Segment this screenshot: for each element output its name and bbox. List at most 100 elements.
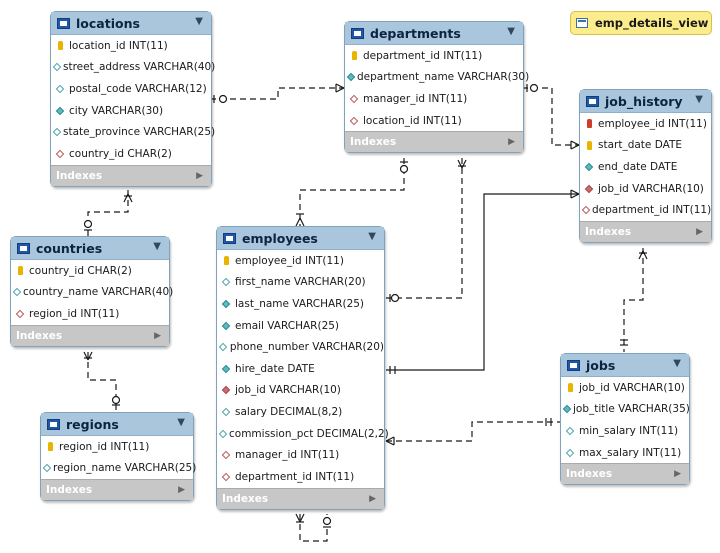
column-row[interactable]: department_name VARCHAR(30) <box>345 67 529 89</box>
column-row[interactable]: state_province VARCHAR(25) <box>51 121 215 143</box>
relationship-countries-regions <box>87 352 117 410</box>
relationship-countries-locations <box>87 190 129 236</box>
nullable-column-icon <box>219 342 228 352</box>
table-header[interactable]: regions▼ <box>41 413 193 436</box>
column-row[interactable]: last_name VARCHAR(25) <box>217 293 384 315</box>
column-row[interactable]: department_id INT(11) <box>345 45 523 67</box>
column-row[interactable]: department_id INT(11) <box>580 199 711 221</box>
column-row[interactable]: email VARCHAR(25) <box>217 315 384 337</box>
table-regions[interactable]: regions▼region_id INT(11)region_name VAR… <box>40 412 196 502</box>
column-definition: last_name VARCHAR(25) <box>235 297 365 310</box>
column-definition: city VARCHAR(30) <box>69 104 164 117</box>
table-name: locations <box>76 15 140 31</box>
column-row[interactable]: employee_id INT(11) <box>217 250 384 272</box>
column-row[interactable]: end_date DATE <box>580 156 711 178</box>
relationship-employees-self <box>299 514 328 542</box>
not-null-column-icon <box>221 364 231 374</box>
column-row[interactable]: employee_id INT(11) <box>580 113 711 135</box>
nullable-foreign-key-icon <box>221 472 231 481</box>
column-row[interactable]: salary DECIMAL(8,2) <box>217 401 384 423</box>
table-name: jobs <box>586 357 616 373</box>
column-definition: country_id CHAR(2) <box>69 147 172 160</box>
collapse-arrow-icon[interactable]: ▼ <box>673 358 681 369</box>
table-header[interactable]: departments▼ <box>345 22 523 45</box>
table-header[interactable]: locations ▼ <box>51 12 211 35</box>
table-icon <box>47 418 60 430</box>
column-icon-slot <box>52 63 62 72</box>
nullable-column-icon <box>12 288 22 297</box>
column-icon-slot <box>583 184 595 193</box>
nullable-column-icon <box>221 407 231 417</box>
table-header[interactable]: job_history▼ <box>580 90 711 113</box>
column-definition: job_id VARCHAR(10) <box>579 381 685 394</box>
table-header[interactable]: employees▼ <box>217 227 384 250</box>
column-row[interactable]: region_name VARCHAR(25) <box>41 458 196 480</box>
column-row[interactable]: street_address VARCHAR(40) <box>51 57 215 79</box>
table-countries[interactable]: countries▼country_id CHAR(2)country_name… <box>10 236 173 347</box>
expand-arrow-icon[interactable]: ▶ <box>369 493 376 504</box>
view-emp-details[interactable]: emp_details_view <box>570 11 712 35</box>
table-departments[interactable]: departments▼department_id INT(11)departm… <box>344 21 529 154</box>
column-row[interactable]: job_id VARCHAR(10) <box>561 377 689 399</box>
column-row[interactable]: location_id INT(11) <box>51 35 211 57</box>
expand-arrow-icon[interactable]: ▶ <box>196 170 203 181</box>
column-definition: phone_number VARCHAR(20) <box>229 341 384 354</box>
column-row[interactable]: hire_date DATE <box>217 358 384 380</box>
column-row[interactable]: max_salary INT(11) <box>561 442 689 464</box>
expand-arrow-icon[interactable]: ▶ <box>508 137 515 148</box>
collapse-arrow-icon[interactable]: ▼ <box>195 16 203 27</box>
column-row[interactable]: min_salary INT(11) <box>561 420 689 442</box>
table-job-history[interactable]: job_history▼ employee_id INT(11) start_dat… <box>579 89 712 243</box>
indexes-section[interactable]: Indexes▶ <box>345 131 523 153</box>
column-row[interactable]: start_date DATE <box>580 135 711 157</box>
expand-arrow-icon[interactable]: ▶ <box>696 226 703 237</box>
collapse-arrow-icon[interactable]: ▼ <box>368 231 376 242</box>
table-locations[interactable]: locations ▼ location_id INT(11) street_addr… <box>50 11 215 187</box>
column-icon-slot <box>220 256 232 266</box>
column-icon-slot <box>348 94 360 104</box>
table-header[interactable]: jobs ▼ <box>561 354 689 377</box>
table-icon <box>351 27 364 39</box>
collapse-arrow-icon[interactable]: ▼ <box>177 417 185 428</box>
column-row[interactable]: department_id INT(11) <box>217 466 384 488</box>
column-row[interactable]: first_name VARCHAR(20) <box>217 272 384 294</box>
column-row[interactable]: country_name VARCHAR(40) <box>11 282 173 304</box>
column-row[interactable]: country_id CHAR(2) <box>51 143 211 165</box>
indexes-section[interactable]: Indexes▶ <box>41 479 193 501</box>
column-definition: job_id VARCHAR(10) <box>598 182 704 195</box>
column-row[interactable]: region_id INT(11) <box>11 303 169 325</box>
expand-arrow-icon[interactable]: ▶ <box>674 469 681 480</box>
table-header[interactable]: countries▼ <box>11 237 169 260</box>
expand-arrow-icon[interactable]: ▶ <box>154 330 161 341</box>
indexes-section[interactable]: Indexes▶ <box>11 324 169 346</box>
nullable-column-icon <box>565 426 575 436</box>
indexes-section[interactable]: Indexes▶ <box>51 164 211 186</box>
column-row[interactable]: city VARCHAR(30) <box>51 100 211 122</box>
column-row[interactable]: commission_pct DECIMAL(2,2) <box>217 423 389 445</box>
column-definition: location_id INT(11) <box>69 39 168 52</box>
column-icon-slot <box>346 73 356 82</box>
indexes-section[interactable]: Indexes▶ <box>217 487 384 509</box>
column-row[interactable]: region_id INT(11) <box>41 436 193 458</box>
collapse-arrow-icon[interactable]: ▼ <box>507 26 515 37</box>
column-row[interactable]: country_id CHAR(2) <box>11 260 169 282</box>
column-definition: region_id INT(11) <box>29 307 120 320</box>
column-definition: location_id INT(11) <box>363 114 462 127</box>
column-row[interactable]: job_id VARCHAR(10) <box>580 178 711 200</box>
column-definition: employee_id INT(11) <box>598 117 707 130</box>
table-jobs[interactable]: jobs ▼ job_id VARCHAR(10) job_title VARCHAR… <box>560 353 690 486</box>
column-row[interactable]: manager_id INT(11) <box>217 444 384 466</box>
collapse-arrow-icon[interactable]: ▼ <box>695 94 703 105</box>
table-employees[interactable]: employees▼employee_id INT(11)first_name … <box>216 226 389 510</box>
column-row[interactable]: job_title VARCHAR(35) <box>561 399 690 421</box>
indexes-section[interactable]: Indexes▶ <box>561 463 689 485</box>
indexes-section[interactable]: Indexes▶ <box>580 220 711 242</box>
column-row[interactable]: manager_id INT(11) <box>345 88 523 110</box>
column-row[interactable]: location_id INT(11) <box>345 110 523 132</box>
column-row[interactable]: phone_number VARCHAR(20) <box>217 336 384 358</box>
column-row[interactable]: job_id VARCHAR(10) <box>217 380 384 402</box>
collapse-arrow-icon[interactable]: ▼ <box>153 241 161 252</box>
expand-arrow-icon[interactable]: ▶ <box>178 485 185 496</box>
column-row[interactable]: postal_code VARCHAR(12) <box>51 78 211 100</box>
